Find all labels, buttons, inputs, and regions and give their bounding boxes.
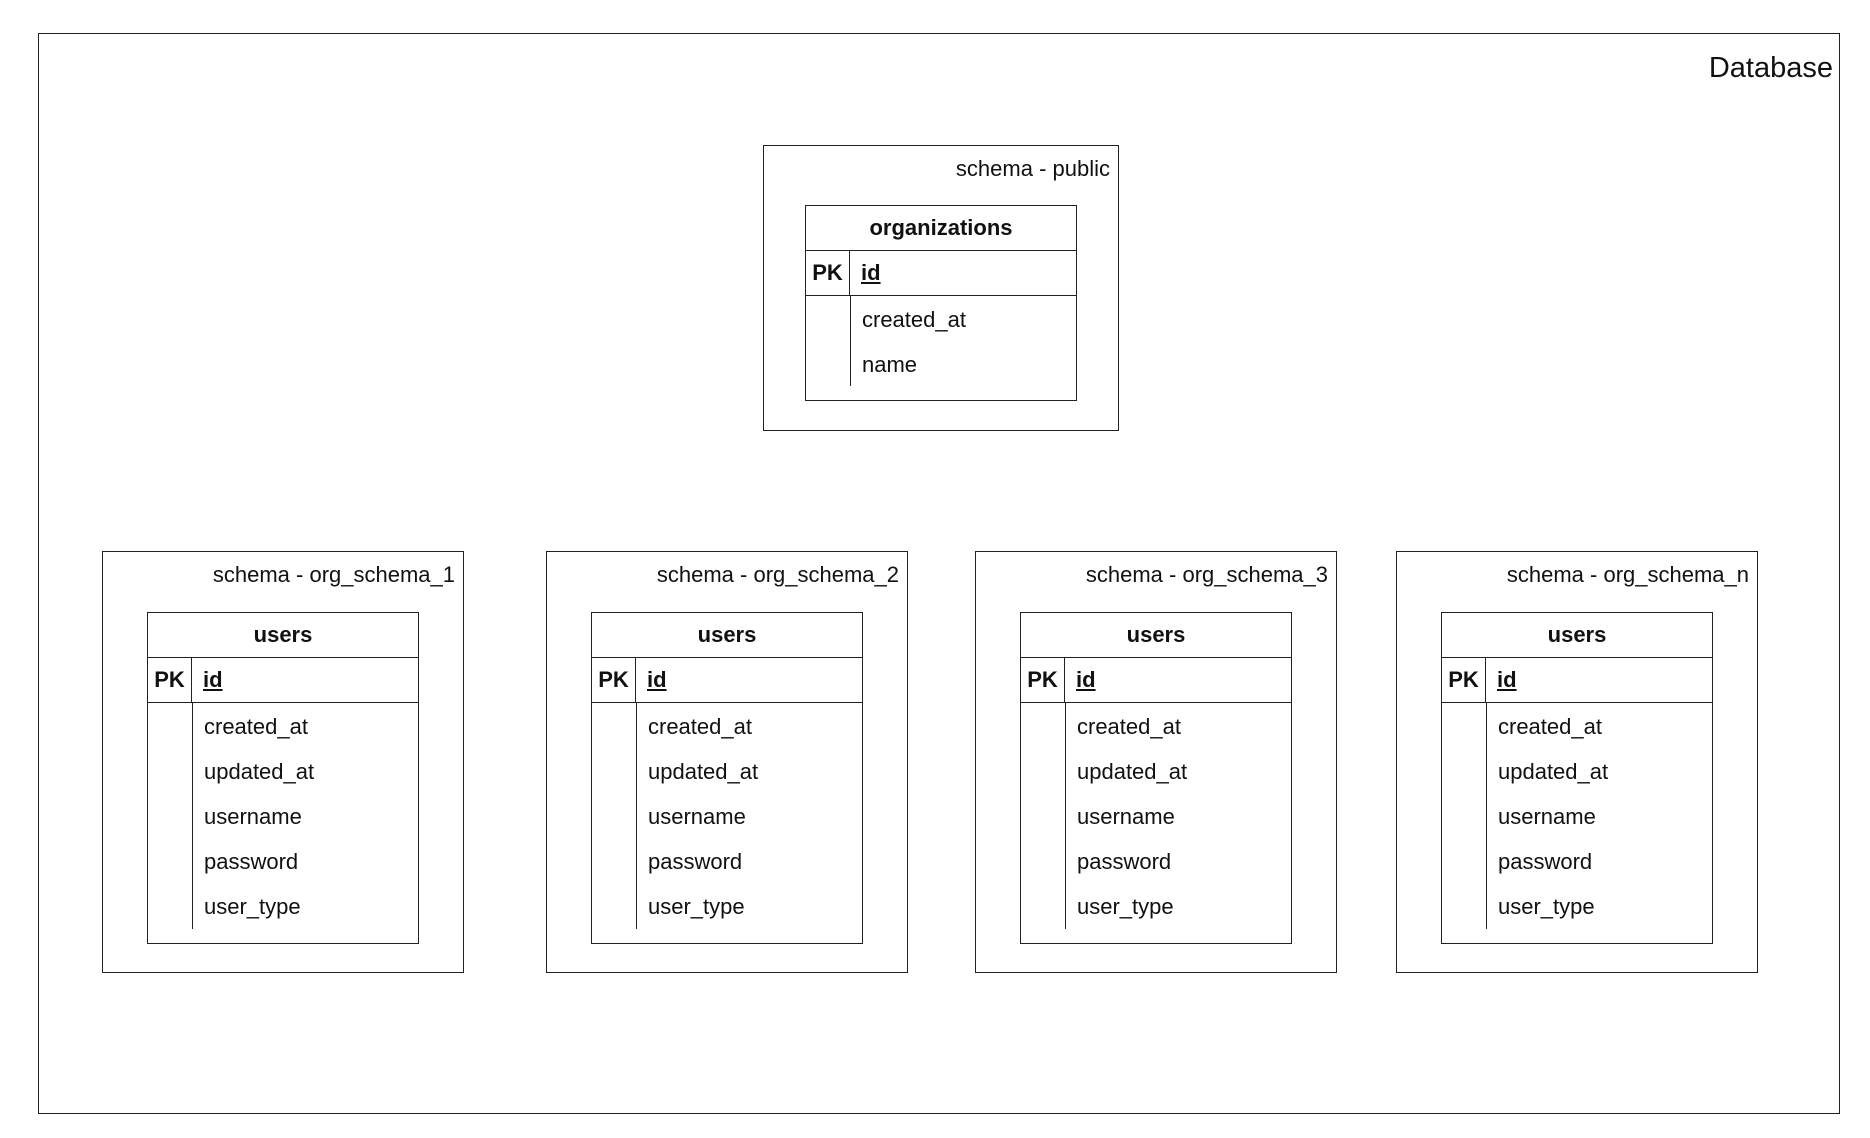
- table-name: users: [148, 613, 418, 658]
- column-field: password: [648, 849, 743, 874]
- primary-key-row: PK id: [1442, 658, 1712, 703]
- column-field: created_at: [862, 307, 966, 332]
- schema-title: schema - org_schema_1: [212, 562, 455, 587]
- table-name: users: [1442, 613, 1712, 658]
- table-name: users: [592, 613, 862, 658]
- primary-key-row: PK id: [1021, 658, 1291, 703]
- schema-org-n: schema - org_schema_n users PK id create…: [1396, 551, 1758, 973]
- pk-label: PK: [806, 251, 850, 295]
- column-field: username: [648, 804, 746, 829]
- table-users: users PK id created_at updated_at userna…: [1020, 612, 1292, 944]
- schema-title: schema - org_schema_2: [656, 562, 899, 587]
- column-list: created_at updated_at username password …: [1021, 703, 1291, 929]
- pk-label: PK: [148, 658, 192, 702]
- column-field: updated_at: [204, 759, 315, 784]
- pk-label: PK: [1021, 658, 1065, 702]
- schema-org-1: schema - org_schema_1 users PK id create…: [102, 551, 464, 973]
- table-name: organizations: [806, 206, 1076, 251]
- column-field: updated_at: [648, 759, 759, 784]
- column-field: created_at: [204, 714, 308, 739]
- column-field: username: [1077, 804, 1175, 829]
- schema-org-3: schema - org_schema_3 users PK id create…: [975, 551, 1337, 973]
- table-users: users PK id created_at updated_at userna…: [147, 612, 419, 944]
- pk-field: id: [203, 667, 223, 692]
- pk-label: PK: [592, 658, 636, 702]
- pk-label: PK: [1442, 658, 1486, 702]
- schema-public: schema - public organizations PK id crea…: [763, 145, 1119, 431]
- column-divider: [192, 703, 193, 929]
- pk-field: id: [861, 260, 881, 285]
- column-field: user_type: [204, 894, 301, 919]
- primary-key-row: PK id: [806, 251, 1076, 296]
- column-field: username: [204, 804, 302, 829]
- schema-title: schema - org_schema_n: [1506, 562, 1749, 587]
- column-field: created_at: [648, 714, 752, 739]
- column-field: user_type: [1498, 894, 1595, 919]
- schema-org-2: schema - org_schema_2 users PK id create…: [546, 551, 908, 973]
- column-list: created_at updated_at username password …: [592, 703, 862, 929]
- table-organizations: organizations PK id created_at name: [805, 205, 1077, 401]
- column-field: updated_at: [1498, 759, 1609, 784]
- primary-key-row: PK id: [592, 658, 862, 703]
- column-field: password: [1077, 849, 1172, 874]
- column-field: name: [862, 352, 918, 377]
- column-list: created_at updated_at username password …: [1442, 703, 1712, 929]
- column-field: created_at: [1077, 714, 1181, 739]
- column-divider: [1065, 703, 1066, 929]
- database-title: Database: [1708, 52, 1833, 84]
- column-field: password: [204, 849, 299, 874]
- column-divider: [1486, 703, 1487, 929]
- database-container: Database: [38, 33, 1840, 1114]
- pk-field: id: [647, 667, 667, 692]
- column-field: username: [1498, 804, 1596, 829]
- column-field: password: [1498, 849, 1593, 874]
- column-field: updated_at: [1077, 759, 1188, 784]
- schema-title: schema - public: [955, 156, 1110, 181]
- pk-field: id: [1076, 667, 1096, 692]
- pk-field: id: [1497, 667, 1517, 692]
- schema-title: schema - org_schema_3: [1085, 562, 1328, 587]
- table-name: users: [1021, 613, 1291, 658]
- column-list: created_at name: [806, 296, 1076, 387]
- column-field: created_at: [1498, 714, 1602, 739]
- column-divider: [636, 703, 637, 929]
- primary-key-row: PK id: [148, 658, 418, 703]
- table-users: users PK id created_at updated_at userna…: [1441, 612, 1713, 944]
- column-divider: [850, 296, 851, 386]
- column-field: user_type: [1077, 894, 1174, 919]
- table-users: users PK id created_at updated_at userna…: [591, 612, 863, 944]
- column-list: created_at updated_at username password …: [148, 703, 418, 929]
- column-field: user_type: [648, 894, 745, 919]
